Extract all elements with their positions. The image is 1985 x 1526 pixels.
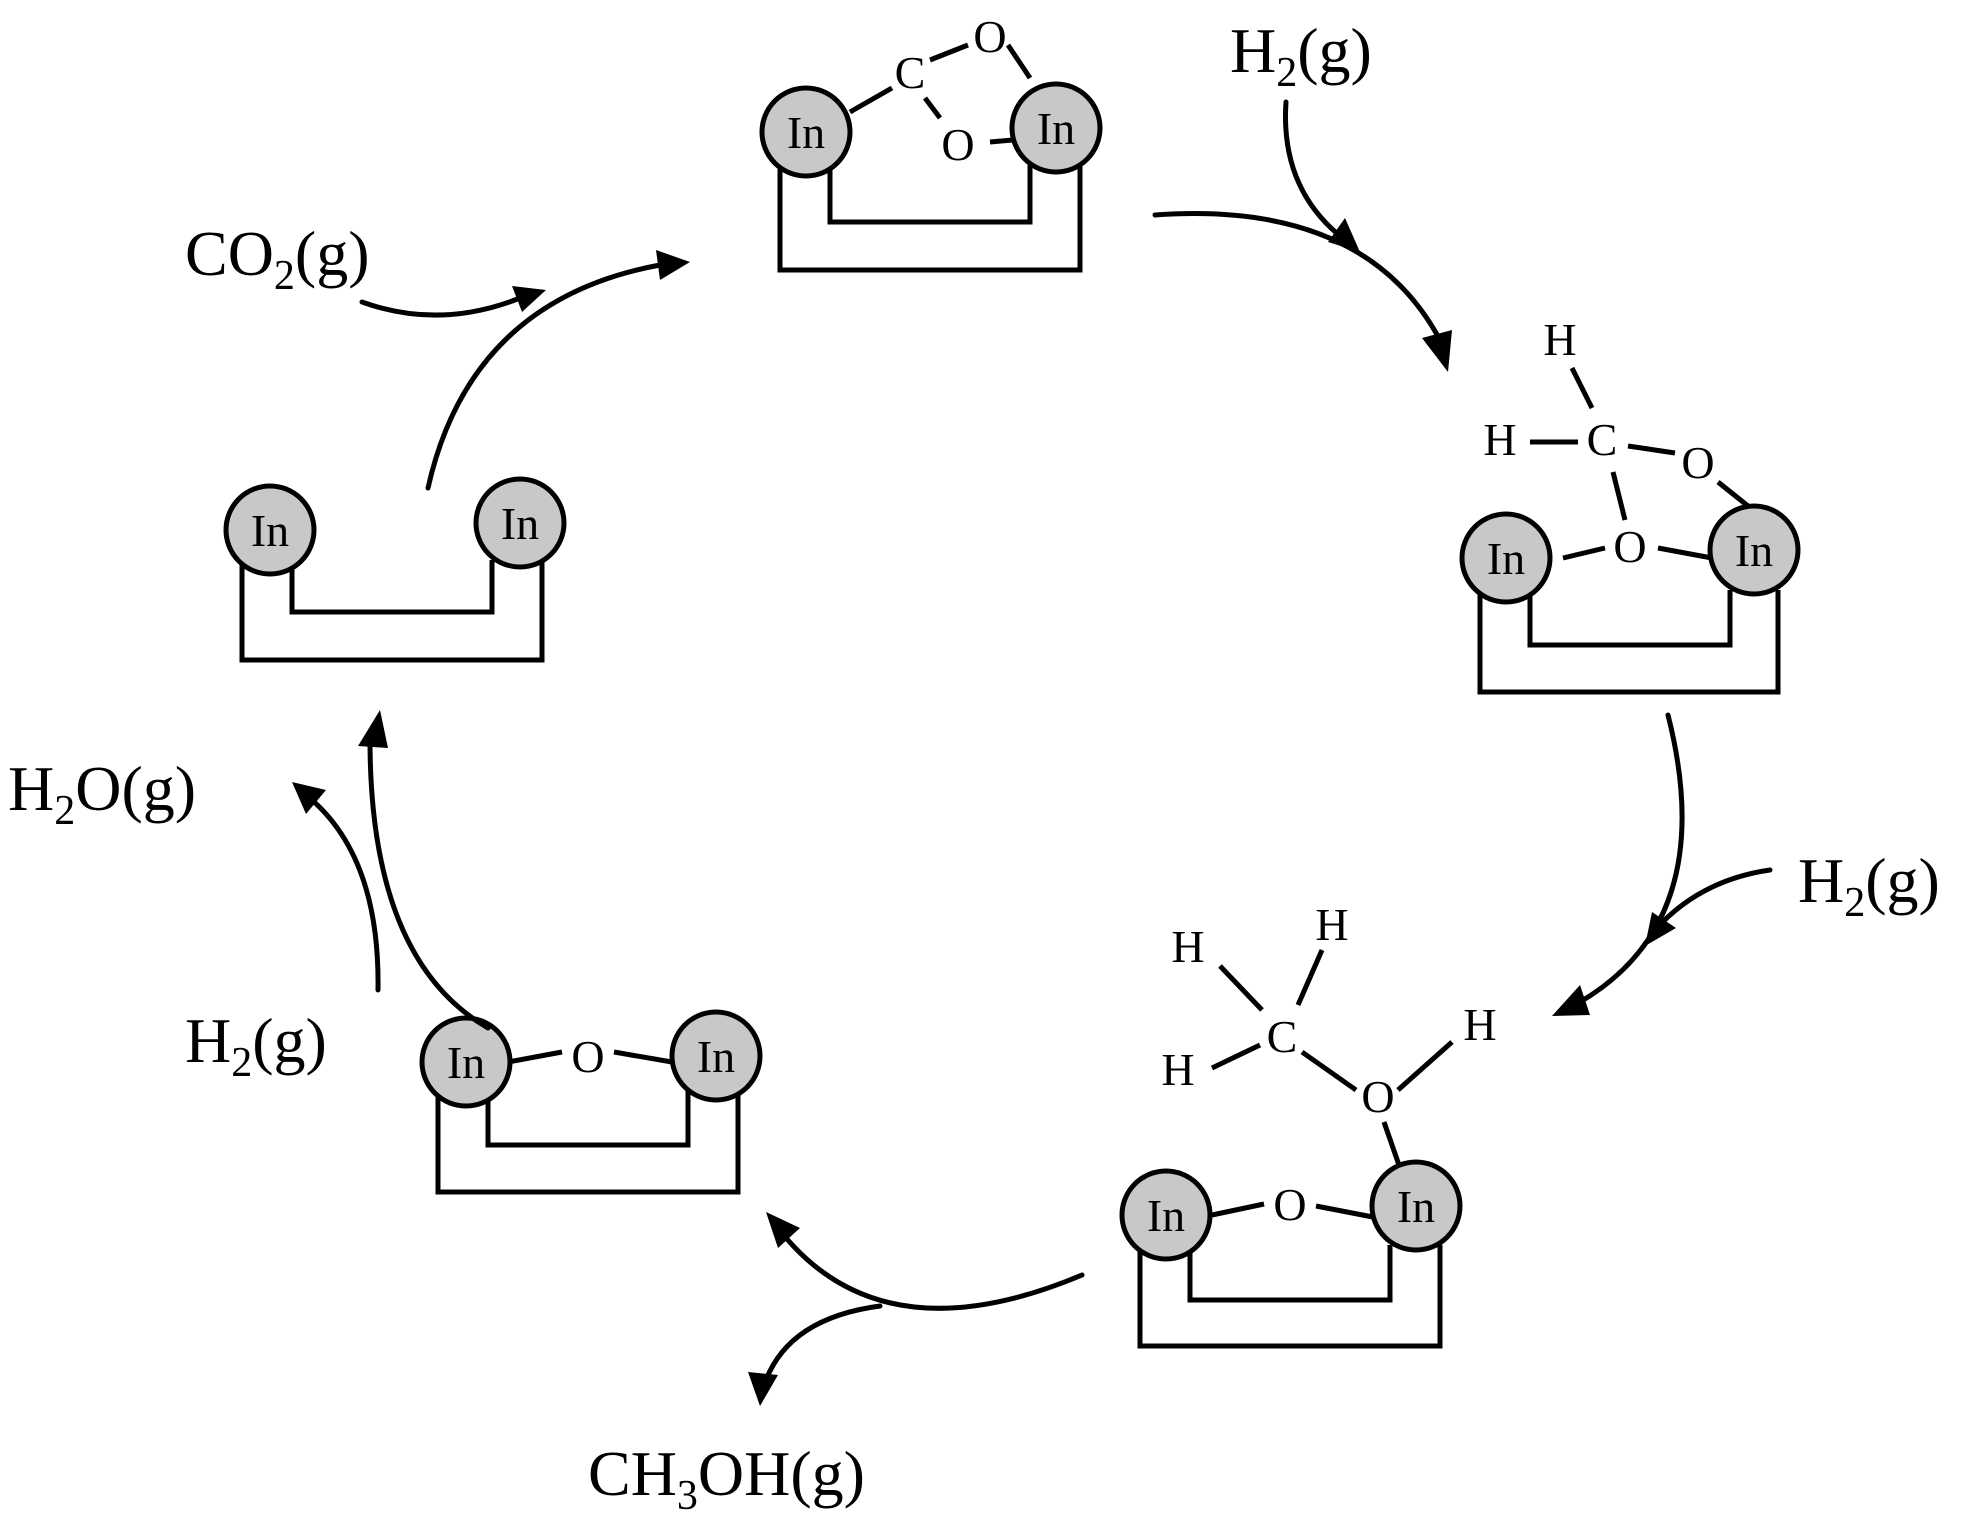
indium-atom: In (226, 486, 314, 574)
indium-atom: In (1462, 514, 1550, 602)
svg-text:In: In (787, 107, 825, 158)
indium-atom: In (422, 1018, 510, 1106)
oxygen-atom: O (973, 11, 1006, 62)
co2-label: CO2(g) (185, 218, 370, 299)
ch3oh-label: CH3OH(g) (588, 1438, 865, 1519)
arrow-bottom-left-to-left (292, 710, 491, 1031)
hydrogen-atom: H (1483, 414, 1516, 465)
indium-atom: In (1710, 506, 1798, 594)
support-frame (435, 1090, 741, 1195)
hydrogen-atom: H (1463, 999, 1496, 1050)
hydrogen-atom: H (1171, 921, 1204, 972)
svg-text:In: In (1487, 533, 1525, 584)
carbon-atom: C (895, 47, 926, 98)
h2o-label: H2O(g) (8, 753, 196, 834)
svg-text:In: In (1397, 1181, 1435, 1232)
oxygen-atom: O (1361, 1071, 1394, 1122)
structure-h2co2-adsorbed: H H C O O In In (1462, 314, 1798, 695)
oxygen-atom: O (1613, 521, 1646, 572)
h2-label-left: H2(g) (185, 1005, 327, 1086)
structure-co2-adsorbed: C O O In In (762, 11, 1100, 273)
indium-atom: In (672, 1012, 760, 1100)
svg-text:In: In (501, 498, 539, 549)
oxygen-atom: O (941, 119, 974, 170)
svg-text:In: In (1735, 525, 1773, 576)
indium-atom: In (762, 88, 850, 176)
structure-ch3oh-adsorbed: H H C H H O O In In (1122, 899, 1497, 1349)
oxygen-atom: O (571, 1031, 604, 1082)
support-frame (1477, 590, 1781, 695)
h2-label-top: H2(g) (1230, 15, 1372, 96)
arrow-bottom-right-to-bottom-left (748, 1212, 1085, 1406)
svg-text:In: In (1037, 103, 1075, 154)
indium-atom: In (476, 479, 564, 567)
carbon-atom: C (1267, 1011, 1298, 1062)
indium-atom: In (1012, 84, 1100, 172)
support-frame (239, 560, 545, 663)
svg-text:In: In (697, 1031, 735, 1082)
indium-atom: In (1122, 1171, 1210, 1259)
hydrogen-atom: H (1315, 899, 1348, 950)
oxygen-atom: O (1273, 1179, 1306, 1230)
support-frame (1137, 1245, 1443, 1349)
oxygen-atom: O (1681, 437, 1714, 488)
svg-text:In: In (251, 505, 289, 556)
arrow-right-to-bottom-right (1552, 712, 1773, 1016)
hydrogen-atom: H (1543, 314, 1576, 365)
hydrogen-atom: H (1161, 1044, 1194, 1095)
arrow-top-to-right (1152, 99, 1452, 372)
carbon-atom: C (1587, 414, 1618, 465)
support-frame (777, 165, 1083, 273)
svg-text:In: In (447, 1037, 485, 1088)
structure-bare-sites: In In (226, 479, 564, 663)
svg-text:In: In (1147, 1190, 1185, 1241)
structure-oxygen-bridged: O In In (422, 1012, 760, 1195)
indium-atom: In (1372, 1162, 1460, 1250)
h2-label-right: H2(g) (1798, 845, 1940, 926)
arrow-left-to-top (359, 250, 690, 491)
